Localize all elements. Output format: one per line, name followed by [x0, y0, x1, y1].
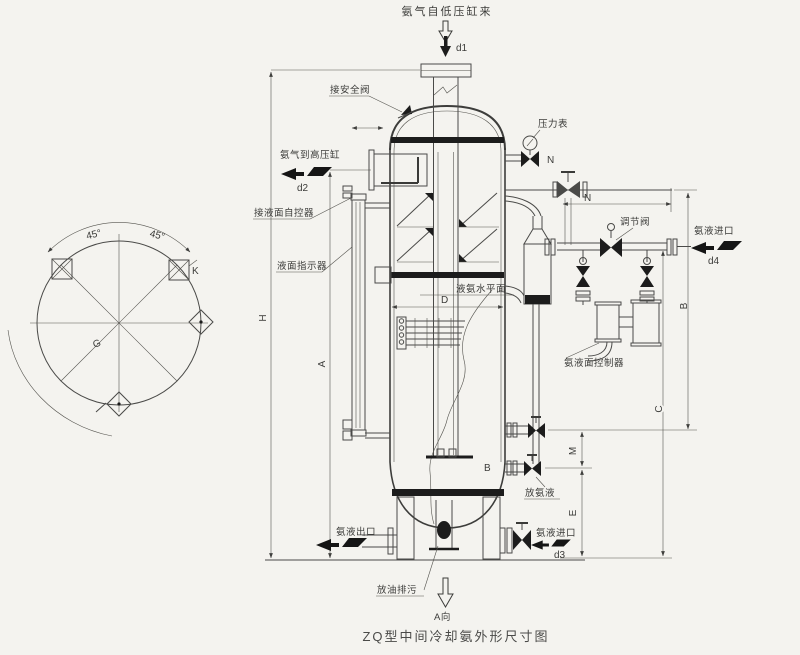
liquid-inlet-bottom-label: 氨液进口 — [536, 527, 576, 539]
vessel-body: B — [265, 63, 585, 561]
d4-label: d4 — [708, 256, 720, 267]
dim-d-label: D — [441, 295, 448, 306]
level-gauge-callout: 液面指示器 — [276, 246, 353, 273]
d2-label: d2 — [297, 183, 309, 194]
view-a-arrow — [437, 577, 454, 609]
view-a-label: A向 — [434, 611, 451, 623]
dimension-A: A — [317, 169, 371, 559]
gas-outlet-nozzle — [368, 149, 428, 191]
pressure-gauge-label: 压力表 — [538, 118, 568, 130]
regulating-valve-label: 调节阀 — [620, 216, 650, 228]
dim-m-label: M — [568, 447, 579, 455]
dim-e-label: E — [568, 509, 579, 516]
dimension-B: B — [674, 189, 697, 430]
dimension-C: C — [652, 250, 667, 557]
liquid-level-callout: 液氨水平面 D — [391, 283, 514, 309]
level-controller-callout: 氨液面控制器 — [564, 342, 624, 369]
dim-a-label: A — [317, 360, 328, 367]
drawing-title: ZQ型中间冷却氨外形尺寸图 — [362, 629, 549, 644]
safety-valve-label: 接安全阀 — [330, 84, 370, 96]
level-gauge-column — [342, 185, 390, 441]
safety-valve-stub — [397, 105, 413, 119]
dim-c-label: C — [654, 405, 665, 412]
level-pilot-label: 接液面自控器 — [254, 207, 314, 219]
lug-right-diamond — [188, 309, 214, 335]
d1-label: d1 — [456, 43, 468, 54]
float-chamber — [504, 195, 552, 464]
drain-line-1 — [505, 416, 545, 438]
top-feed-callout: 氨气自低压缸来 d1 — [402, 4, 493, 57]
d3-label: d3 — [554, 550, 566, 561]
level-gauge-label: 液面指示器 — [277, 260, 327, 272]
lug-upper-left — [51, 258, 73, 280]
equalizing-line: N — [505, 171, 672, 245]
inlet-arrow-outline — [438, 20, 453, 43]
oil-drain-label: 放油排污 — [377, 584, 417, 596]
dimension-H: H — [258, 69, 420, 559]
dim-inner-b-label: B — [484, 463, 491, 474]
gas-out-callout: 氨气到高压缸 d2 — [280, 149, 340, 194]
dim-n-label: N — [584, 193, 591, 204]
liquid-inlet-top-label: 氨液进口 — [694, 225, 734, 237]
dim-b-label: B — [679, 302, 690, 309]
lug-bottom-diamond — [106, 391, 132, 417]
liquid-outlet-callout: 氨液出口 — [316, 526, 397, 555]
top-feed-label: 氨气自低压缸来 — [402, 4, 493, 18]
liquid-inlet-top-arrow — [691, 241, 742, 254]
cooling-coil — [396, 316, 465, 350]
drain-line-2: 放氨液 — [505, 454, 560, 500]
dim-h-label: H — [258, 314, 269, 321]
ammonia-drain-label: 放氨液 — [525, 487, 555, 499]
inlet-arrow-solid — [440, 36, 451, 57]
liquid-outlet-label: 氨液出口 — [336, 526, 376, 538]
level-controller-assembly — [587, 299, 662, 362]
gas-out-label: 氨气到高压缸 — [280, 149, 340, 161]
gas-out-flow-arrow — [281, 167, 332, 180]
angle-right-label: 45° — [148, 229, 165, 243]
regulating-valve — [600, 223, 622, 257]
dimension-E: E — [568, 469, 584, 557]
safety-valve-callout: 接安全阀 — [329, 84, 403, 113]
dim-k-label: K — [192, 266, 199, 277]
pressure-gauge-assembly: 压力表 N — [505, 118, 568, 167]
liquid-inlet-bottom-callout: 氨液进口 d3 — [499, 522, 576, 561]
oil-drain-callout: 放油排污 — [376, 545, 439, 597]
view-a-callout: A向 — [434, 577, 454, 623]
angle-left-label: 45° — [85, 228, 102, 242]
lug-upper-right — [168, 259, 190, 281]
internal-baffles — [396, 192, 499, 263]
liquid-outlet-arrow — [316, 538, 367, 551]
nozzle-n-label: N — [547, 155, 554, 166]
regulating-line: 调节阀 氨液进口 d4 — [544, 216, 742, 267]
controller-branches — [575, 250, 655, 305]
liquid-level-label: 液氨水平面 — [456, 283, 506, 295]
dimension-M: M — [568, 431, 584, 467]
dim-g-label: G — [91, 338, 102, 351]
level-pilot-callout: 接液面自控器 — [253, 197, 352, 220]
level-controller-label: 氨液面控制器 — [564, 357, 624, 369]
top-view: 45° 45° K G — [7, 222, 214, 437]
liquid-inlet-bottom-arrow — [531, 539, 571, 550]
gauge-dial — [522, 135, 538, 151]
